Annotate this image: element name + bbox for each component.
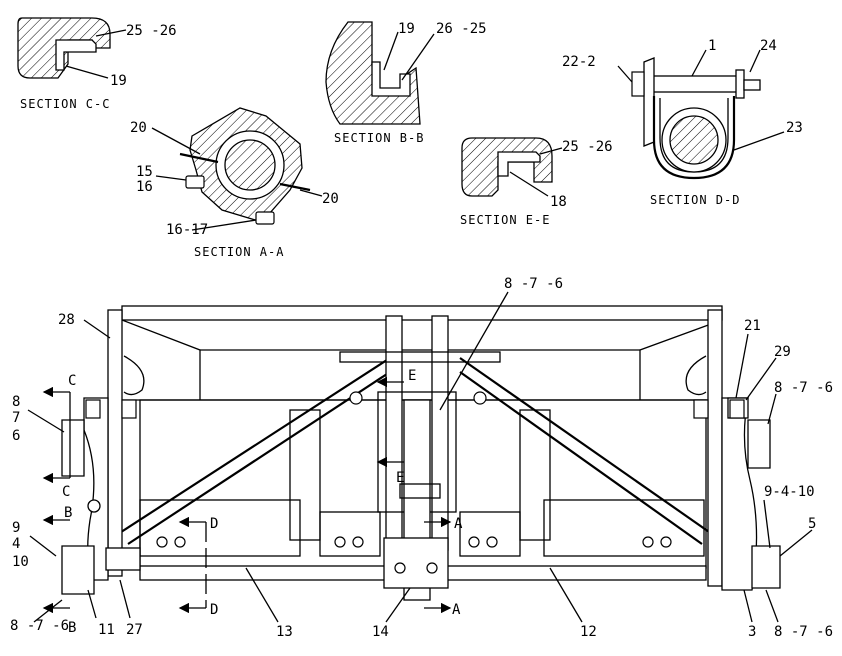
callout-20-aa-right: 20: [322, 191, 339, 207]
callout-24-dd: 24: [760, 38, 777, 54]
callout-28: 28: [58, 312, 75, 328]
callout-12: 12: [580, 624, 597, 640]
section-c-c: 25 -26 19 SECTION C-C: [17, 17, 177, 111]
callout-21: 21: [744, 318, 761, 334]
callout-15-aa: 15: [136, 164, 153, 180]
section-e-e-caption: SECTION E-E: [460, 213, 550, 227]
marker-d-top: D: [210, 516, 218, 532]
section-a-a-caption: SECTION A-A: [194, 245, 284, 259]
callout-25-26-cc: 25 -26: [126, 23, 177, 39]
nut-pair-right: [642, 536, 672, 548]
marker-d-bottom: D: [210, 602, 218, 618]
callout-29: 29: [774, 344, 791, 360]
nut-pair-left: [156, 536, 186, 548]
callout-8-left: 8: [12, 394, 20, 410]
callout-16-aa: 16: [136, 179, 153, 195]
callout-19-cc: 19: [110, 73, 127, 89]
marker-c-top: C: [68, 373, 76, 389]
marker-a-bottom: A: [452, 602, 461, 618]
callout-4-left: 4: [12, 536, 20, 552]
callout-26-25-bb: 26 -25: [436, 21, 487, 37]
callout-10-left: 10: [12, 554, 29, 570]
nut-pair-center-left: [334, 536, 364, 548]
section-a-a: 20 15 16 20 16-17 SECTION A-A: [130, 107, 339, 259]
callout-25-26-ee: 25 -26: [562, 139, 613, 155]
callout-18-ee: 18: [550, 194, 567, 210]
callout-8-7-6-bottom-right: 8 -7 -6: [774, 624, 833, 640]
marker-c-bottom: C: [62, 484, 70, 500]
callout-5: 5: [808, 516, 816, 532]
section-markers: C C B B D D E E A A: [42, 368, 463, 636]
callout-27: 27: [126, 622, 143, 638]
callout-1-dd: 1: [708, 38, 716, 54]
callout-20-aa-left: 20: [130, 120, 147, 136]
section-d-d-caption: SECTION D-D: [650, 193, 740, 207]
callout-9-left: 9: [12, 520, 20, 536]
callout-11: 11: [98, 622, 115, 638]
section-b-b-caption: SECTION B-B: [334, 131, 424, 145]
section-c-c-caption: SECTION C-C: [20, 97, 110, 111]
callout-6-left: 6: [12, 428, 20, 444]
marker-b-top: B: [64, 505, 72, 521]
callout-19-bb: 19: [398, 21, 415, 37]
callout-9-4-10-right: 9-4-10: [764, 484, 815, 500]
callout-16-17-aa: 16-17: [166, 222, 208, 238]
section-d-d: 22-2 1 24 23 SECTION D-D: [562, 38, 803, 207]
section-e-e: 25 -26 18 SECTION E-E: [460, 137, 613, 227]
callout-23-dd: 23: [786, 120, 803, 136]
callout-8-7-6-right: 8 -7 -6: [774, 380, 833, 396]
marker-e-top: E: [408, 368, 416, 384]
marker-b-bottom: B: [68, 620, 76, 636]
callout-22-2-dd: 22-2: [562, 54, 596, 70]
callout-13: 13: [276, 624, 293, 640]
callout-8-7-6-top: 8 -7 -6: [504, 276, 563, 292]
callout-14: 14: [372, 624, 389, 640]
section-b-b: 19 26 -25 SECTION B-B: [325, 21, 487, 145]
nut-pair-center-right: [468, 536, 498, 548]
callout-8-7-6-bottom-left: 8 -7 -6: [10, 618, 69, 634]
main-assembly-view: C C B B D D E E A A: [10, 276, 833, 640]
callout-7-left: 7: [12, 410, 20, 426]
leader-lines: [27, 291, 813, 623]
marker-a-top: A: [454, 516, 463, 532]
marker-e-bottom: E: [396, 470, 404, 486]
callout-3: 3: [748, 624, 756, 640]
